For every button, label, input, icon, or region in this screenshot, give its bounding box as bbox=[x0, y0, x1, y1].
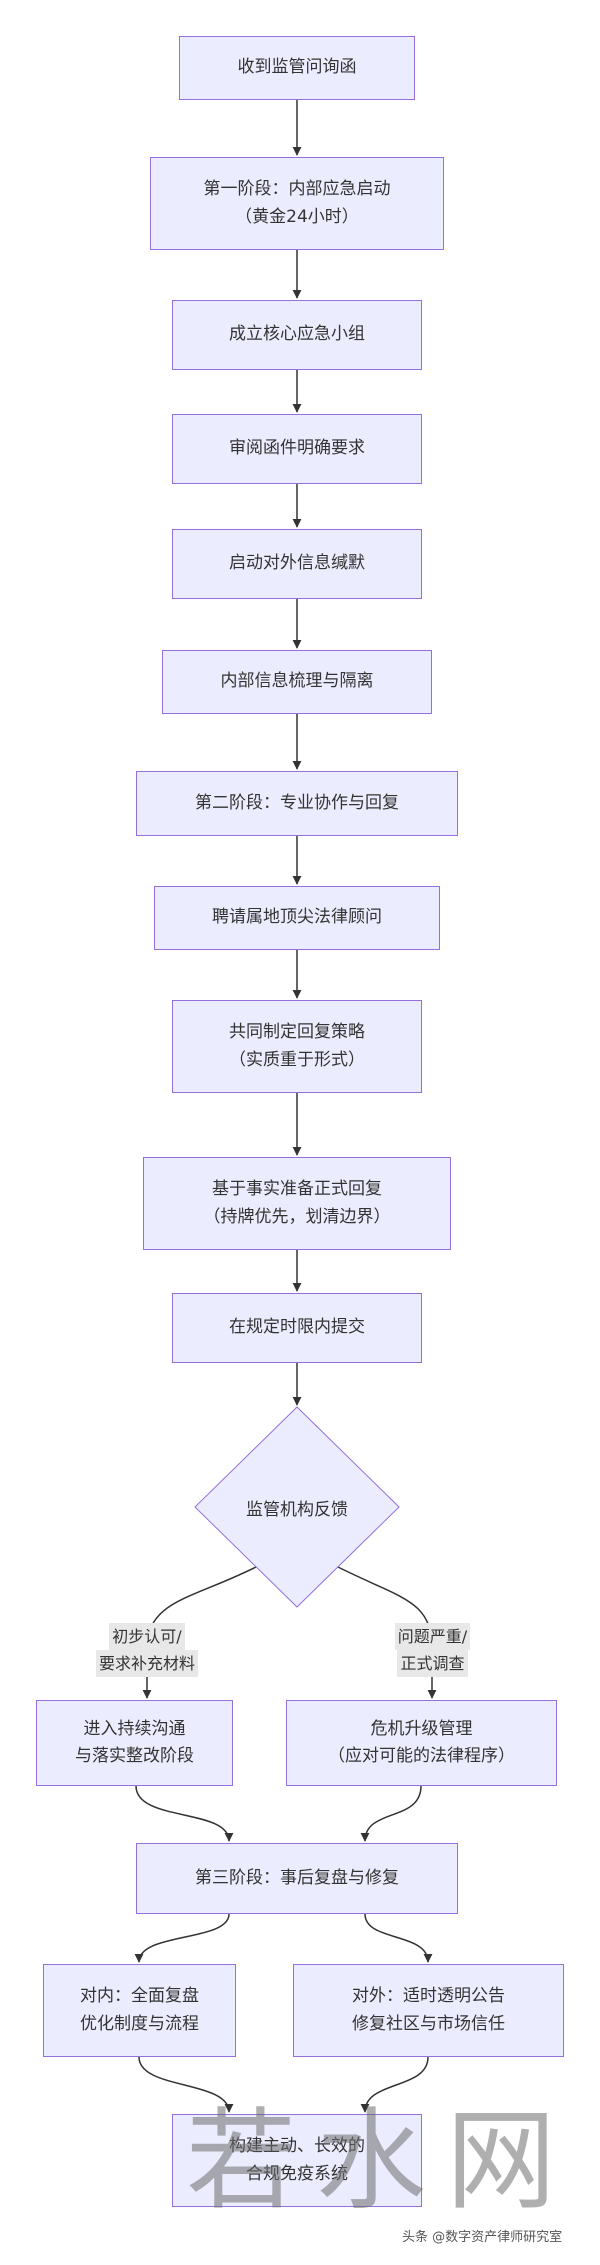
node-review-letter: 审阅函件明确要求 bbox=[172, 414, 422, 484]
node-sublabel: 合规免疫系统 bbox=[246, 2163, 348, 2184]
edge-label-preliminary-approval: 初步认可/ 要求补充材料 bbox=[79, 1621, 215, 1679]
node-label: 在规定时限内提交 bbox=[229, 1317, 365, 1338]
node-form-core-team: 成立核心应急小组 bbox=[172, 300, 422, 370]
node-external-silence: 启动对外信息缄默 bbox=[172, 529, 422, 599]
node-label: 第三阶段：事后复盘与修复 bbox=[195, 1867, 399, 1888]
node-phase3-review-repair: 第三阶段：事后复盘与修复 bbox=[136, 1843, 458, 1914]
node-submit-on-time: 在规定时限内提交 bbox=[172, 1293, 422, 1363]
node-prepare-reply: 基于事实准备正式回复 （持牌优先，划清边界） bbox=[143, 1157, 451, 1250]
edge-label-line: 问题严重/ bbox=[394, 1622, 471, 1650]
watermark-credit: 头条 @数字资产律师研究室 bbox=[402, 2230, 563, 2245]
node-reply-strategy: 共同制定回复策略 （实质重于形式） bbox=[172, 1000, 422, 1093]
node-label: 对外：适时透明公告 bbox=[352, 1986, 505, 2007]
node-ongoing-communication: 进入持续沟通 与落实整改阶段 bbox=[36, 1700, 233, 1786]
node-label: 第二阶段：专业协作与回复 bbox=[195, 792, 399, 813]
node-phase2-collaboration: 第二阶段：专业协作与回复 bbox=[136, 771, 458, 836]
node-label: 危机升级管理 bbox=[370, 1718, 473, 1739]
edge-internal-to-immune bbox=[138, 2056, 234, 2113]
edge-ongoing-to-phase3 bbox=[135, 1785, 234, 1842]
node-sublabel: （黄金24小时） bbox=[235, 206, 359, 227]
node-label: 第一阶段：内部应急启动 bbox=[203, 179, 391, 200]
node-label: 基于事实准备正式回复 bbox=[212, 1179, 382, 1200]
edge-label-line: 初步认可/ bbox=[109, 1622, 185, 1650]
node-label: 共同制定回复策略 bbox=[229, 1022, 365, 1043]
node-sublabel: 优化制度与流程 bbox=[80, 2013, 199, 2034]
node-sublabel: 修复社区与市场信任 bbox=[352, 2013, 505, 2034]
node-internal-sort-isolate: 内部信息梳理与隔离 bbox=[162, 650, 432, 714]
edge-label-serious-issue: 问题严重/ 正式调查 bbox=[379, 1621, 486, 1679]
node-label: 内部信息梳理与隔离 bbox=[220, 671, 374, 692]
edge-phase3-to-external bbox=[364, 1913, 433, 1963]
node-label: 收到监管问询函 bbox=[237, 57, 357, 78]
node-label: 聘请属地顶尖法律顾问 bbox=[212, 907, 382, 928]
edge-label-line: 正式调查 bbox=[397, 1650, 468, 1678]
decision-label: 监管机构反馈 bbox=[246, 1499, 348, 1520]
node-sublabel: （持牌优先，划清边界） bbox=[203, 1206, 391, 1227]
node-label: 进入持续沟通 bbox=[83, 1718, 186, 1739]
decision-diamond-shape bbox=[194, 1406, 400, 1608]
node-hire-counsel: 聘请属地顶尖法律顾问 bbox=[154, 886, 440, 950]
node-sublabel: （应对可能的法律程序） bbox=[328, 1746, 515, 1766]
node-label: 启动对外信息缄默 bbox=[229, 553, 365, 574]
node-label: 审阅函件明确要求 bbox=[229, 438, 365, 459]
node-phase1-emergency-start: 第一阶段：内部应急启动 （黄金24小时） bbox=[150, 157, 444, 250]
node-label: 对内：全面复盘 bbox=[80, 1986, 199, 2007]
node-sublabel: 与落实整改阶段 bbox=[75, 1746, 194, 1766]
edge-label-line: 要求补充材料 bbox=[95, 1650, 198, 1678]
edge-external-to-immune bbox=[360, 2056, 429, 2113]
edge-escalate-to-phase3 bbox=[360, 1785, 422, 1842]
node-label: 成立核心应急小组 bbox=[229, 324, 365, 345]
node-crisis-escalation: 危机升级管理 （应对可能的法律程序） bbox=[286, 1700, 557, 1786]
node-internal-review: 对内：全面复盘 优化制度与流程 bbox=[43, 1964, 236, 2057]
node-external-announcement: 对外：适时透明公告 修复社区与市场信任 bbox=[293, 1964, 564, 2057]
decision-regulator-feedback: 监管机构反馈 bbox=[205, 1487, 389, 1527]
node-receive-inquiry: 收到监管问询函 bbox=[179, 36, 415, 100]
node-compliance-immune-system: 构建主动、长效的 合规免疫系统 bbox=[172, 2114, 422, 2207]
node-label: 构建主动、长效的 bbox=[229, 2136, 365, 2157]
node-sublabel: （实质重于形式） bbox=[229, 1049, 365, 1070]
watermark-logo: 若水网 bbox=[186, 2097, 576, 2225]
edge-phase3-to-internal bbox=[134, 1913, 230, 1963]
